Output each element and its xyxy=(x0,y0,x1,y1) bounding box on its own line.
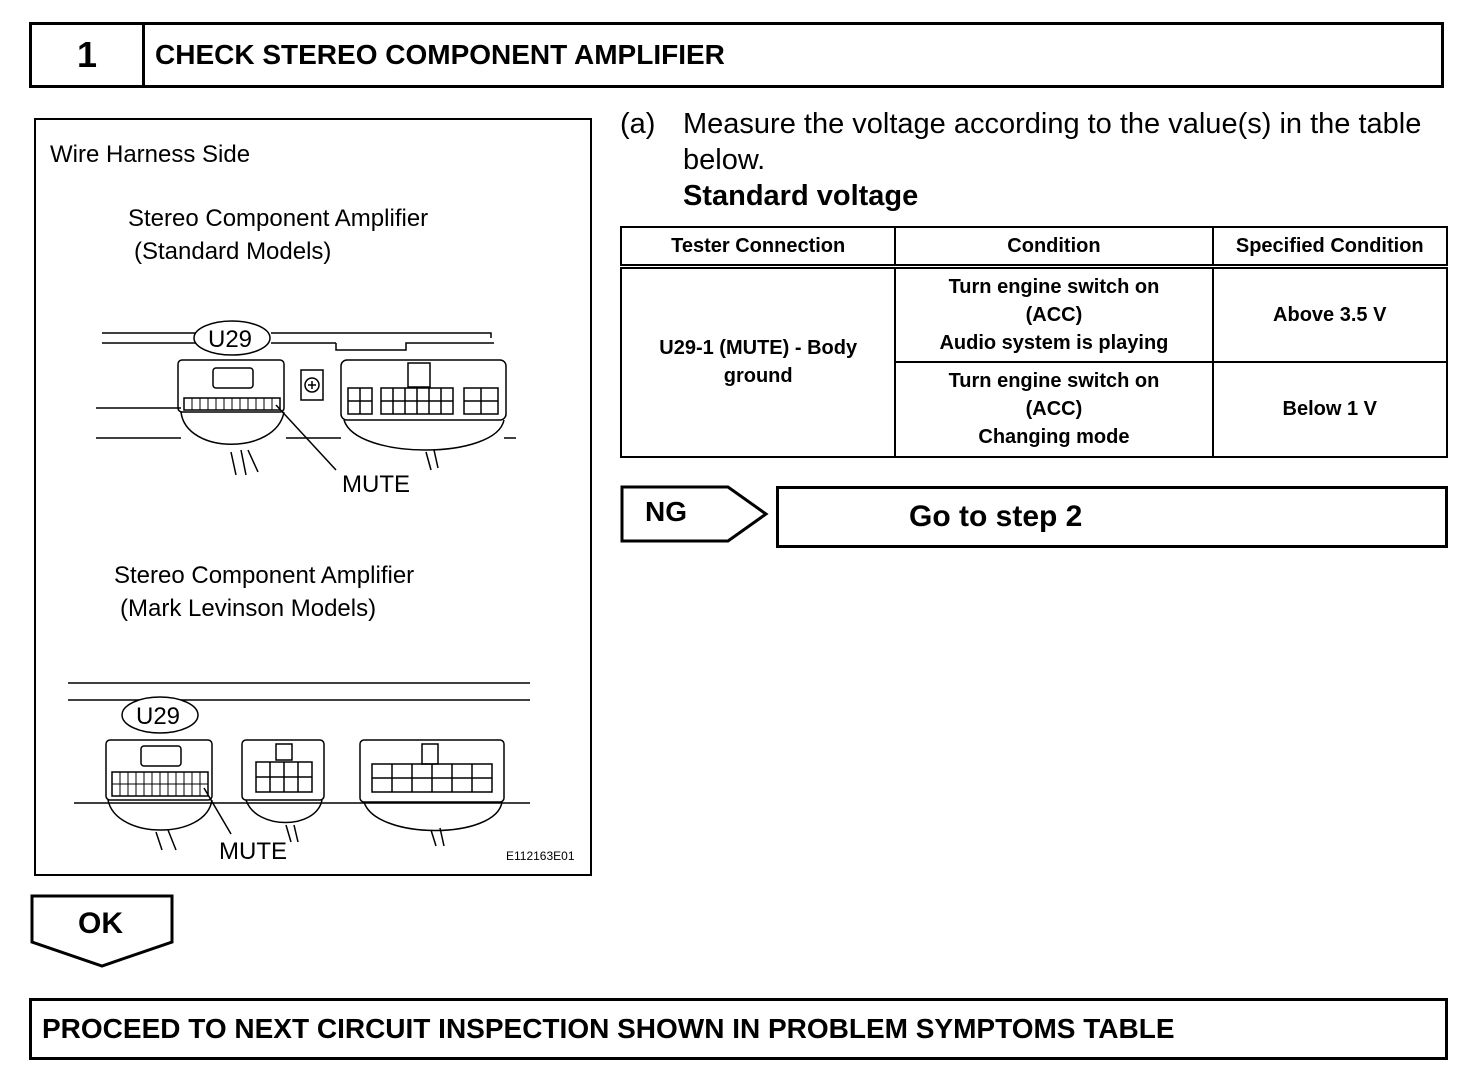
figure-heading: Wire Harness Side xyxy=(50,141,250,168)
figure-code: E112163E01 xyxy=(506,849,575,863)
tester-connection-cell: U29-1 (MUTE) - Body ground xyxy=(619,265,897,458)
condition-line: Turn engine switch on xyxy=(948,370,1160,392)
table-row: U29-1 (MUTE) - Body ground Turn engine s… xyxy=(619,265,1448,458)
go-to-step-link[interactable]: Go to step 2 xyxy=(776,486,1448,548)
levinson-title-line2: (Mark Levinson Models) xyxy=(120,595,376,622)
specified-condition-cell: Below 1 V xyxy=(1211,360,1448,458)
header-tester-connection: Tester Connection xyxy=(619,226,897,269)
table-header-row: Tester Connection Condition Specified Co… xyxy=(619,226,1448,269)
condition-cell: Turn engine switch on (ACC) Changing mod… xyxy=(894,360,1214,458)
instruction-text: Measure the voltage according to the val… xyxy=(683,108,1422,176)
condition-line: (ACC) xyxy=(1025,303,1083,326)
condition-line: Changing mode xyxy=(978,426,1130,448)
standard-voltage-heading: Standard voltage xyxy=(683,180,919,212)
condition-line: Audio system is playing xyxy=(939,331,1169,354)
standard-voltage-table: Tester Connection Condition Specified Co… xyxy=(619,226,1448,458)
ok-arrow-icon xyxy=(30,894,174,968)
step-number: 1 xyxy=(32,25,145,85)
connector-u29-callout xyxy=(193,320,271,356)
standard-title-line2: (Standard Models) xyxy=(134,238,331,265)
step-title: CHECK STEREO COMPONENT AMPLIFIER xyxy=(155,39,725,70)
ok-label: OK xyxy=(78,907,123,940)
mute-label-levinson: MUTE xyxy=(219,838,287,865)
wire-harness-figure: Wire Harness Side Stereo Component Ampli… xyxy=(34,118,592,876)
ng-label: NG xyxy=(645,496,687,527)
condition-line: (ACC) xyxy=(1025,398,1083,420)
condition-cell: Turn engine switch on (ACC) Audio system… xyxy=(894,265,1214,363)
specified-condition-cell: Above 3.5 V xyxy=(1211,265,1448,363)
mute-label-standard: MUTE xyxy=(342,471,410,498)
connector-illustration: Wire Harness Side Stereo Component Ampli… xyxy=(50,141,575,865)
connector-label-standard: U29 xyxy=(208,326,252,353)
header-condition: Condition xyxy=(894,226,1214,269)
instruction-label: (a) xyxy=(620,108,656,140)
ng-arrow-icon xyxy=(620,485,769,543)
step-header: 1 CHECK STEREO COMPONENT AMPLIFIER xyxy=(29,22,1444,88)
standard-title-line1: Stereo Component Amplifier xyxy=(128,205,428,232)
header-specified-condition: Specified Condition xyxy=(1211,226,1448,269)
table-row: Turn engine switch on (ACC) Changing mod… xyxy=(621,360,1448,458)
connector-u29-callout-levinson xyxy=(121,696,199,734)
condition-line: Turn engine switch on xyxy=(948,275,1160,298)
levinson-title-line1: Stereo Component Amplifier xyxy=(114,562,414,589)
proceed-box[interactable]: PROCEED TO NEXT CIRCUIT INSPECTION SHOWN… xyxy=(29,998,1448,1060)
connector-label-levinson: U29 xyxy=(136,703,180,730)
